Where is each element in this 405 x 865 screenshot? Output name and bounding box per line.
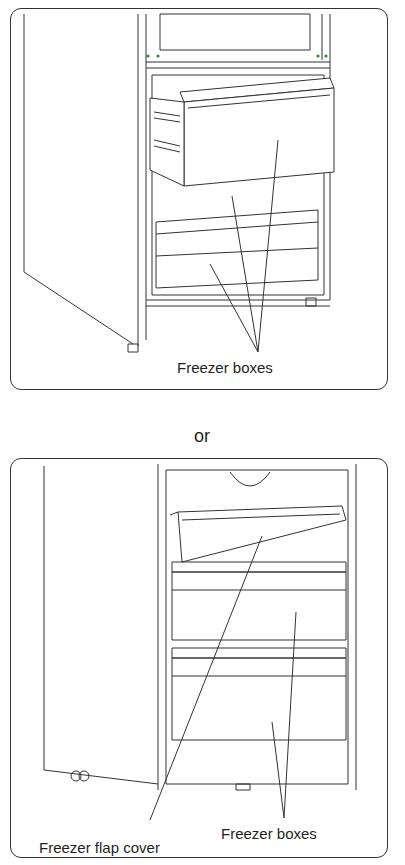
separator-word: or — [194, 426, 210, 446]
part-label: Freezer boxes — [177, 359, 273, 377]
part-label: Freezer boxes — [221, 825, 317, 843]
figure-panel: Freezer boxes — [10, 8, 388, 390]
figure-panel: Freezer boxesFreezer flap cover — [10, 458, 388, 858]
part-label: Freezer flap cover — [39, 839, 160, 857]
